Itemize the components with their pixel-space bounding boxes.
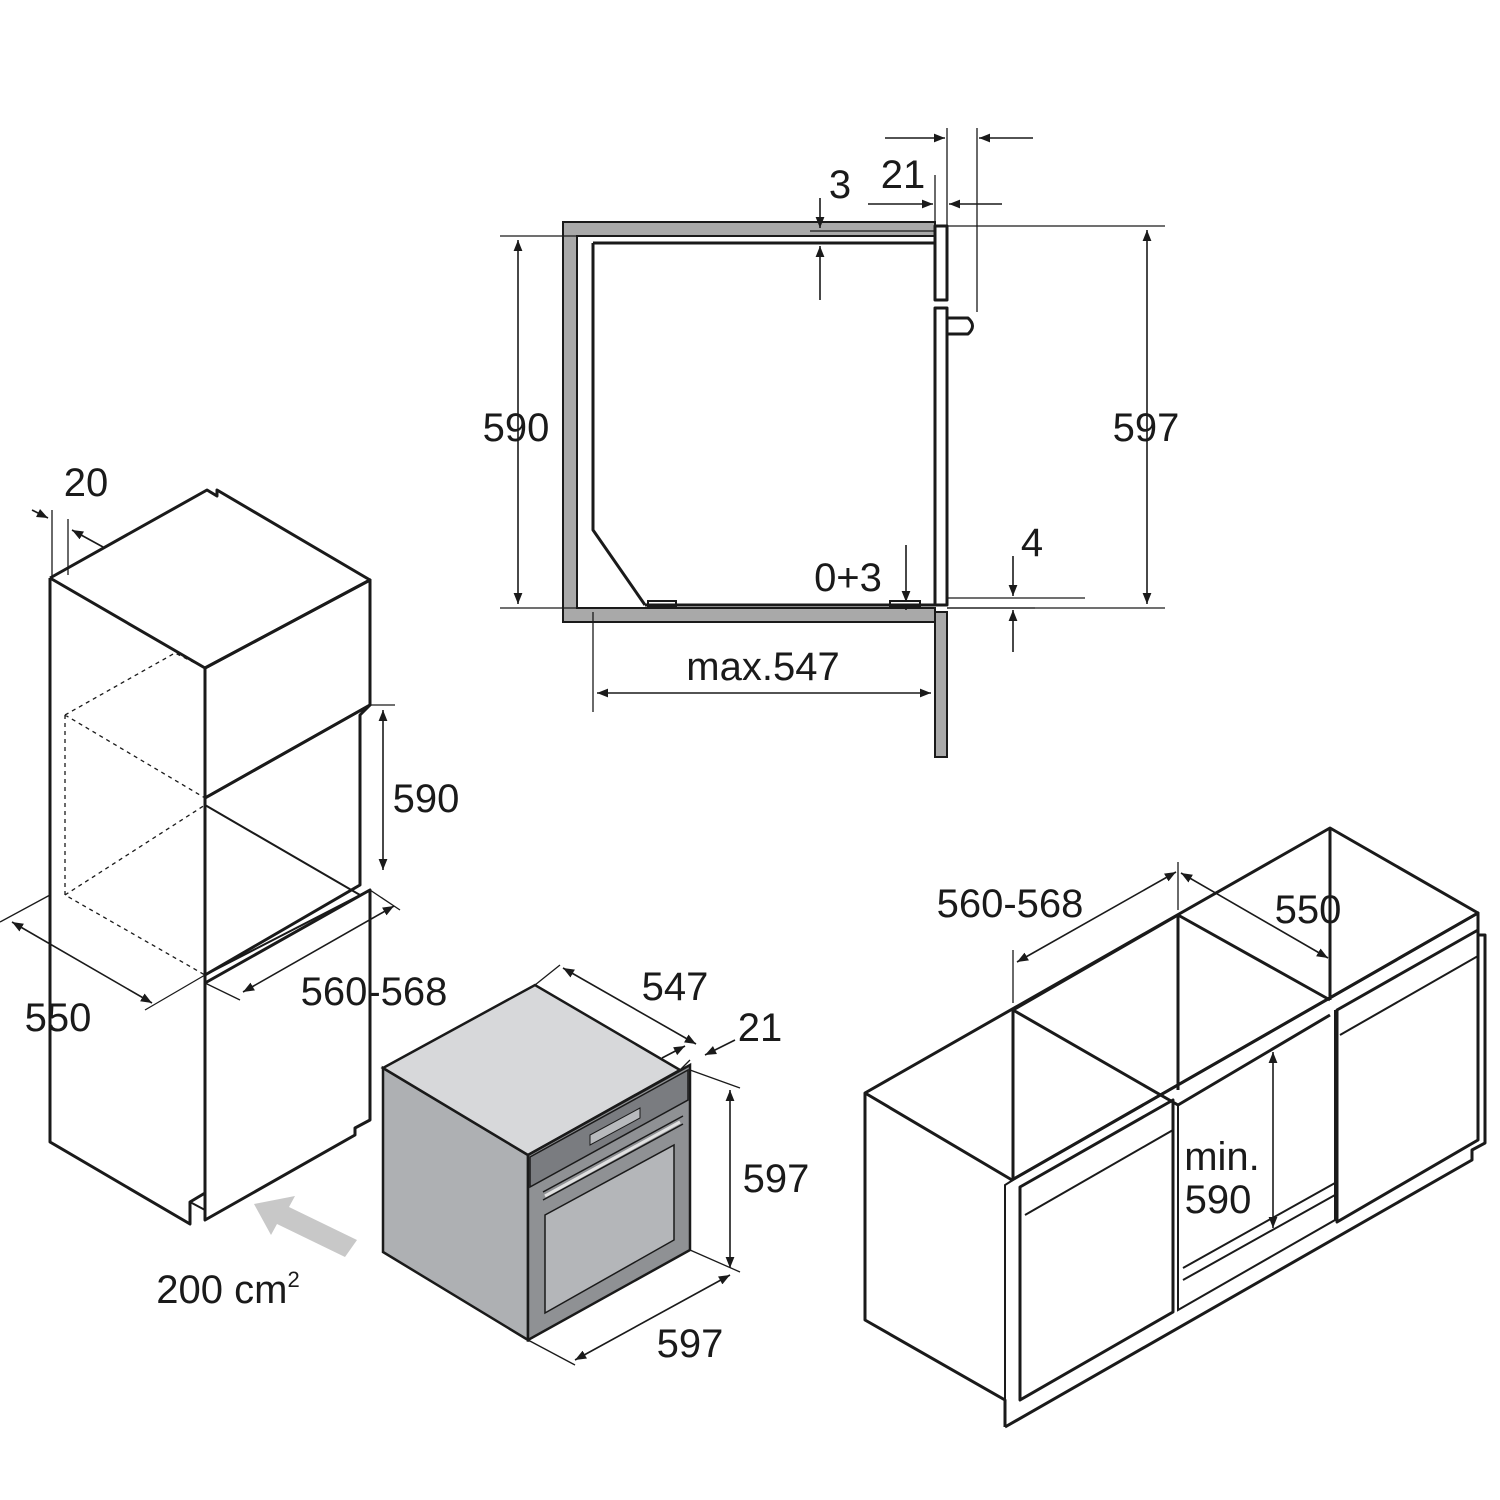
cabinet-opening-inner: [204, 804, 371, 976]
cabinet-top: [49, 488, 372, 670]
label-max547: max.547: [686, 645, 839, 689]
base-left-door-line: [1024, 1129, 1174, 1216]
dim-line-547-oven: [534, 964, 561, 986]
label-21-section: 21: [881, 153, 926, 197]
label-560-568-cabinet: 560-568: [301, 970, 448, 1014]
label-20: 20: [64, 461, 109, 505]
front-panel-section: [934, 611, 948, 758]
label-550-cabinet: 550: [25, 996, 92, 1040]
base-left-door: [1018, 1098, 1175, 1402]
label-590-base: 590: [1185, 1178, 1252, 1222]
label-0-3: 0+3: [814, 556, 882, 600]
label-597-section: 597: [1113, 406, 1180, 450]
oven-body-outline: [591, 241, 935, 607]
section-view: 590 597 max.547 3 21 0+3: [483, 128, 1180, 758]
label-597-oven-height: 597: [743, 1157, 810, 1201]
dim-line-597-oven-height: [689, 1069, 741, 1089]
oven-front-section: [933, 224, 949, 607]
oven-handle-section: [947, 316, 974, 336]
dim-line-20: [31, 508, 49, 519]
dim-line-597-oven-width: [574, 1274, 731, 1361]
base-front-bottom: [1004, 933, 1487, 1429]
base-opening-edges: [1012, 913, 1331, 1107]
base-cabinet-view: 560-568 550 min. 590: [863, 826, 1487, 1429]
label-4: 4: [1021, 521, 1043, 565]
cabinet-plinth: [189, 1201, 206, 1211]
dim-line-20: [71, 529, 104, 548]
cabinet-front-upper: [203, 578, 372, 800]
base-opening-inner: [1177, 1010, 1336, 1312]
oven-door-window: [544, 1143, 675, 1315]
dim-line-550-base: [1180, 872, 1329, 959]
cabinet-side: [48, 576, 207, 1226]
label-min: min.: [1184, 1135, 1260, 1179]
dim-line-550-cabinet: [0, 894, 51, 923]
oven-foot: [647, 600, 677, 608]
dim-line-560-568-cabinet: [242, 905, 395, 993]
dim-line-547-oven: [562, 967, 697, 1045]
base-right-door: [1335, 928, 1480, 1224]
dim-line-560-568-cabinet: [369, 889, 401, 911]
dim-line-21-oven: [704, 1039, 736, 1056]
base-right-door-line: [1339, 955, 1479, 1036]
dim-line-21-oven: [679, 1059, 691, 1071]
base-worktop-edge: [1011, 911, 1480, 1182]
label-550-base: 550: [1275, 888, 1342, 932]
oven-handle: [544, 1120, 681, 1198]
vent-airflow-arrow: [254, 1196, 357, 1257]
hidden-edges: [64, 652, 206, 976]
label-21-oven: 21: [738, 1006, 783, 1050]
label-547-oven: 547: [642, 965, 709, 1009]
label-560-568-base: 560-568: [937, 882, 1084, 926]
base-back-lines: [1004, 1179, 1014, 1400]
cabinet-front-lower: [203, 888, 372, 1222]
label-vent-area: 200 cm2: [156, 1267, 299, 1312]
dim-line-550-cabinet: [11, 921, 153, 1004]
oven-display: [589, 1107, 641, 1146]
oven-view: 547 21 597 597: [380, 964, 810, 1366]
tall-cabinet-view: 20 590 550 560-568 200 cm2: [0, 461, 459, 1312]
cabinet-opening: [203, 703, 372, 977]
base-end-panel: [863, 1093, 1007, 1427]
dim-line-550-cabinet: [144, 974, 206, 1011]
dim-line-21-oven: [661, 1045, 686, 1059]
label-590-cabinet: 590: [393, 777, 460, 821]
label-3: 3: [829, 163, 851, 207]
dim-line-597-oven-width: [527, 1339, 576, 1366]
label-597-oven-width: 597: [657, 1322, 724, 1366]
dim-line-560-568-base: [1016, 871, 1177, 963]
oven-handle: [542, 1115, 684, 1201]
label-590-section: 590: [483, 406, 550, 450]
dim-line-597-oven-height: [689, 1249, 741, 1273]
dim-line-560-568-cabinet: [204, 982, 241, 1001]
